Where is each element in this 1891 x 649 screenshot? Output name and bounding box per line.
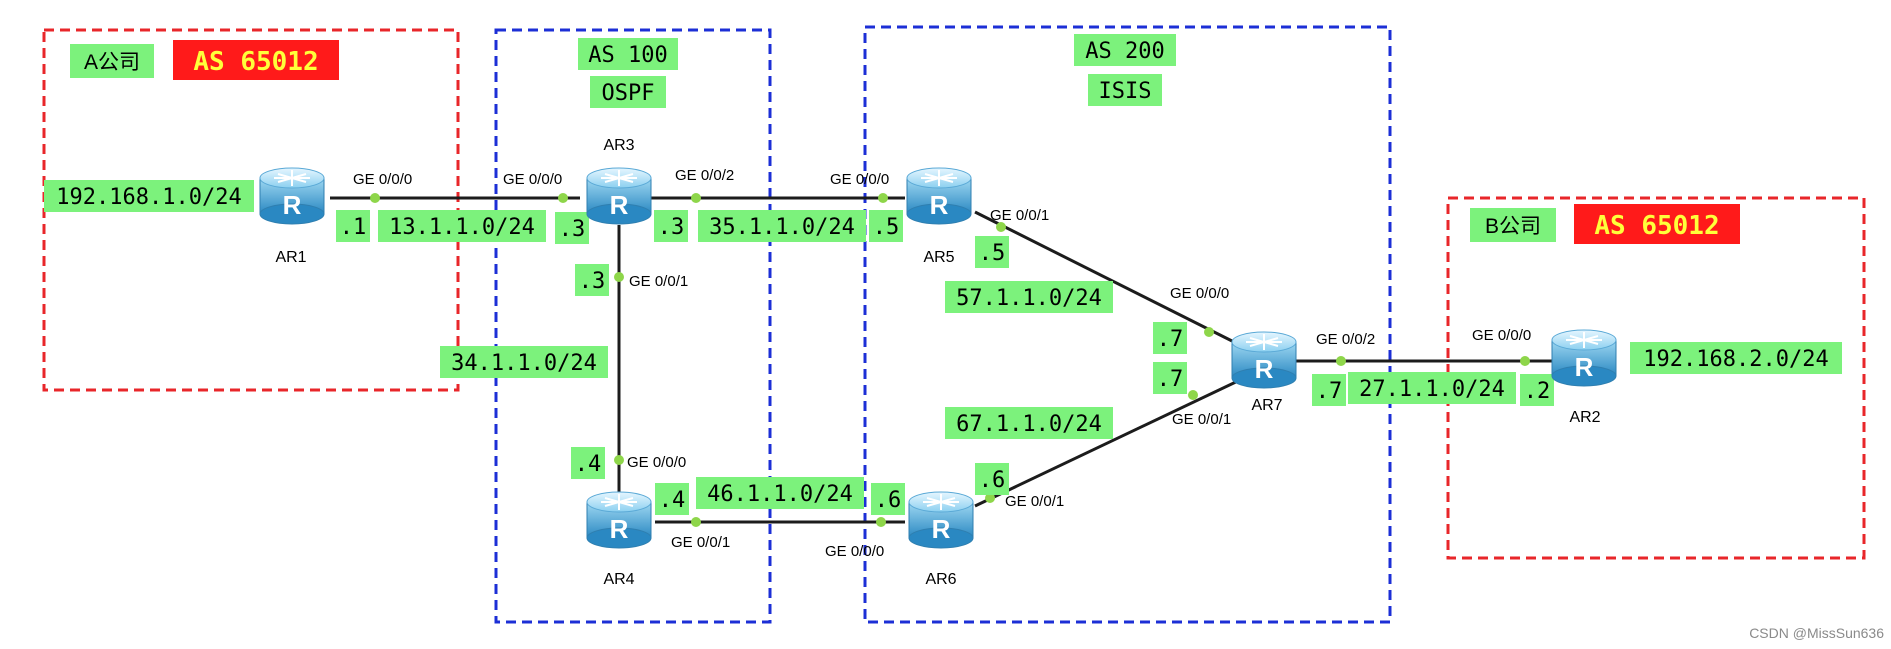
interface-label: GE 0/0/2 [675,167,734,184]
as100-protocol: OSPF [602,81,655,106]
interface-label: GE 0/0/1 [1005,493,1064,510]
host-id-label: .5 [873,215,900,240]
router-name: AR5 [923,249,954,266]
router-glyph: R [610,190,629,220]
router-ar6[interactable]: R AR6 [908,491,974,588]
port-dot [876,517,886,527]
host-id-label: .7 [1157,327,1184,352]
router-ar2[interactable]: R AR2 [1551,329,1617,426]
port-dot [370,193,380,203]
interface-label: GE 0/0/1 [1172,411,1231,428]
port-dot [1204,327,1214,337]
network-label: 34.1.1.0/24 [451,351,597,376]
interface-label: GE 0/0/1 [990,207,1049,224]
host-id-label: .5 [979,241,1006,266]
router-glyph: R [1575,352,1594,382]
router-glyph: R [1255,354,1274,384]
interface-label: GE 0/0/0 [353,171,412,188]
port-dots [370,193,1530,527]
port-dot [1188,390,1198,400]
as200-number: AS 200 [1085,39,1164,64]
host-id-label: .6 [875,488,902,513]
interface-label: GE 0/0/0 [1472,327,1531,344]
company-a-as-number: AS 65012 [193,47,318,77]
router-name: AR2 [1569,409,1600,426]
router-ar1[interactable]: R AR1 [259,167,325,266]
router-ar7[interactable]: R AR7 [1231,331,1297,414]
host-id-labels: .1 .3 .3 .5 .3 .5 .4 .4 .6 .6 .7 .7 .7 .… [336,210,1554,515]
network-label: 57.1.1.0/24 [956,286,1102,311]
router-glyph: R [932,514,951,544]
router-name: AR3 [603,137,634,154]
as200-protocol: ISIS [1099,79,1152,104]
router-name: AR6 [925,571,956,588]
interface-label: GE 0/0/2 [1316,331,1375,348]
router-ar5[interactable]: R AR5 [906,167,972,266]
as100-number: AS 100 [588,43,667,68]
network-label: 27.1.1.0/24 [1359,377,1505,402]
network-label: 192.168.1.0/24 [56,185,241,210]
as100-border [494,28,772,624]
router-ar4[interactable]: R AR4 [586,491,652,588]
company-b-border [1446,196,1866,560]
company-b-name: B公司 [1485,215,1541,238]
network-label: 13.1.1.0/24 [389,215,535,240]
host-id-label: .2 [1524,379,1551,404]
watermark: CSDN @MissSun636 [1749,625,1884,641]
host-id-label: .6 [979,468,1006,493]
router-name: AR1 [275,249,306,266]
company-a-name: A公司 [84,51,140,74]
link-ar5-ar7 [974,210,1241,347]
interface-label: GE 0/0/0 [503,171,562,188]
port-dot [1336,356,1346,366]
network-label: 67.1.1.0/24 [956,412,1102,437]
interface-label: GE 0/0/0 [830,171,889,188]
company-a-as-label: AS 65012 [173,40,339,80]
router-glyph: R [283,190,302,220]
port-dot [691,193,701,203]
network-label: 46.1.1.0/24 [707,482,853,507]
interface-label: GE 0/0/0 [627,454,686,471]
port-dot [996,222,1006,232]
company-a-label: A公司 [70,44,154,78]
router-name: AR4 [603,571,634,588]
interface-label: GE 0/0/0 [1170,285,1229,302]
interface-label: GE 0/0/1 [629,273,688,290]
host-id-label: .7 [1316,379,1343,404]
as200-protocol-label: ISIS [1088,74,1162,106]
port-dot [614,272,624,282]
as100-protocol-label: OSPF [590,76,666,108]
host-id-label: .4 [659,488,686,513]
host-id-label: .1 [340,215,367,240]
router-glyph: R [610,514,629,544]
host-id-label: .4 [575,452,602,477]
router-glyph: R [930,190,949,220]
company-b-as-number: AS 65012 [1594,211,1719,241]
router-name: AR7 [1251,397,1282,414]
as100-label: AS 100 [578,38,678,70]
as200-border [863,25,1392,624]
host-id-label: .7 [1157,367,1184,392]
port-dot [691,517,701,527]
interface-labels: GE 0/0/0 GE 0/0/0 GE 0/0/2 GE 0/0/0 GE 0… [353,167,1531,560]
router-ar3[interactable]: R AR3 [586,137,652,225]
network-label: 192.168.2.0/24 [1643,347,1828,372]
host-id-label: .3 [579,269,606,294]
interface-label: GE 0/0/1 [671,534,730,551]
company-b-label: B公司 [1470,208,1556,242]
network-labels: 192.168.1.0/24 13.1.1.0/24 35.1.1.0/24 5… [44,180,1842,509]
as200-label: AS 200 [1074,34,1176,66]
company-b-as-label: AS 65012 [1574,204,1740,244]
network-label: 35.1.1.0/24 [709,215,855,240]
port-dot [558,193,568,203]
port-dot [614,455,624,465]
interface-label: GE 0/0/0 [825,543,884,560]
host-id-label: .3 [559,217,586,242]
link-ar6-ar7 [974,378,1241,508]
port-dot [1520,356,1530,366]
host-id-label: .3 [658,215,685,240]
port-dot [985,493,995,503]
port-dot [878,193,888,203]
